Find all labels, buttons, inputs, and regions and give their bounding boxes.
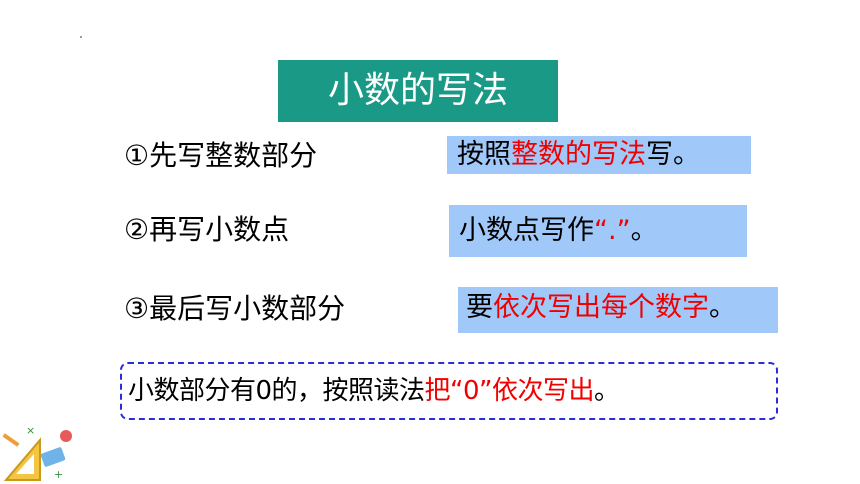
step-3-rule: 要依次写出每个数字。 [466,287,756,329]
svg-text:+: + [54,468,63,481]
step-3-rule-box [458,287,778,333]
step-3-rule-suffix: 。 [709,292,736,323]
decorative-dot [80,36,82,38]
note-box: 小数部分有0的，按照读法把“0”依次写出。 [120,362,778,420]
step-1-rule-prefix: 按照 [457,139,511,170]
step-1-rule: 按照整数的写法写。 [447,136,751,174]
step-1-rule-suffix: 写。 [646,139,700,170]
math-tools-icon: × + [2,424,72,481]
step-1-label: ①先写整数部分 [124,139,318,172]
step-2-label: ②再写小数点 [124,213,290,246]
note-prefix: 小数部分有0的，按照读法 [128,376,425,406]
note-suffix: 。 [594,376,620,406]
step-3-rule-prefix: 要 [466,292,493,323]
step-1-rule-highlight: 整数的写法 [511,139,646,170]
step-2-rule: 小数点写作“.”。 [449,205,747,257]
svg-text:×: × [26,424,35,437]
page-title: 小数的写法 [278,60,558,122]
step-2-rule-prefix: 小数点写作 [459,215,594,246]
note-highlight: 把“0”依次写出 [424,376,595,406]
step-3-rule-highlight: 依次写出每个数字 [493,292,709,323]
step-2-rule-suffix: 。 [630,215,658,246]
step-3-label: ③最后写小数部分 [124,292,346,325]
step-2-rule-highlight: “.” [594,215,631,246]
